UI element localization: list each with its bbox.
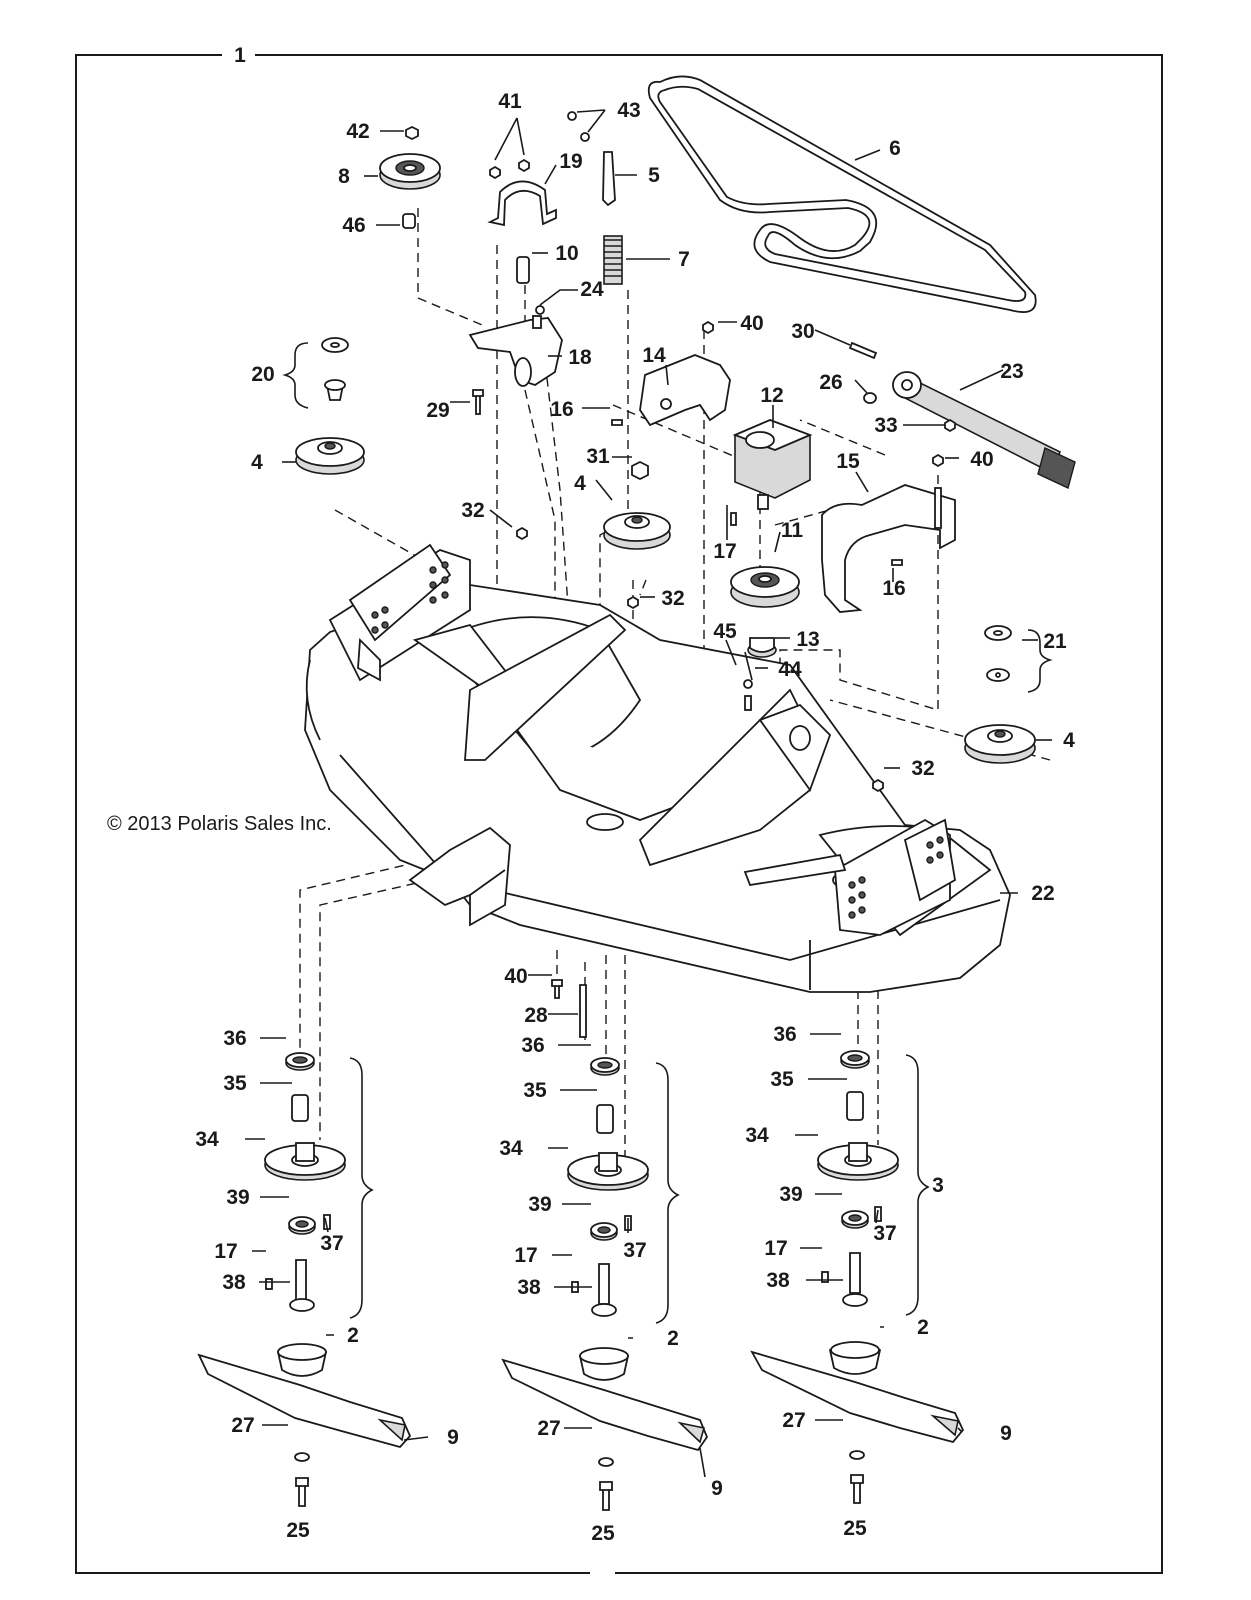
middle-callout-27: 27 (537, 1417, 560, 1440)
left-callout-17: 17 (214, 1240, 237, 1263)
idler-pulley-assembly (379, 111, 623, 415)
callout-10: 10 (555, 242, 578, 265)
callout-30: 30 (791, 320, 814, 343)
right-callout-27: 27 (782, 1409, 805, 1432)
callout-16-upper: 16 (550, 398, 573, 421)
left-callout-38: 38 (222, 1271, 246, 1294)
callout-23: 23 (1000, 360, 1023, 383)
right-callout-34: 34 (745, 1124, 769, 1147)
callout-40-bottom: 40 (504, 965, 527, 988)
assembly-number: 1 (234, 44, 246, 67)
left-callout-39: 39 (226, 1186, 249, 1209)
right-callout-25: 25 (843, 1517, 867, 1540)
middle-callout-25: 25 (591, 1522, 615, 1545)
middle-callout-2: 2 (667, 1327, 679, 1350)
callout-41: 41 (498, 90, 522, 113)
middle-callout-35: 35 (523, 1079, 547, 1102)
callout-43: 43 (617, 99, 640, 122)
right-callout-2: 2 (917, 1316, 929, 1339)
diagram-frame (75, 54, 1163, 1574)
right-callout-39: 39 (779, 1183, 802, 1206)
copyright-notice: © 2013 Polaris Sales Inc. (107, 813, 332, 835)
callout-32-left: 32 (461, 499, 484, 522)
callout-7: 7 (678, 248, 690, 271)
callout-40-right: 40 (970, 448, 993, 471)
spring (603, 235, 623, 285)
left-callout-27: 27 (231, 1414, 254, 1437)
callout-24: 24 (580, 278, 604, 301)
callout-4-right: 4 (1063, 729, 1075, 752)
callout-42: 42 (346, 120, 369, 143)
callout-8: 8 (338, 165, 350, 188)
right-bracket-holes (848, 836, 944, 919)
right-callout-9: 9 (1000, 1422, 1012, 1445)
callout-46: 46 (342, 214, 365, 237)
callout-32-right: 32 (911, 757, 934, 780)
callout-4-left: 4 (251, 451, 263, 474)
drive-belt (647, 75, 1037, 313)
left-callout-35: 35 (223, 1072, 247, 1095)
callout-5: 5 (648, 164, 660, 187)
left-callout-9: 9 (447, 1426, 459, 1449)
callout-28: 28 (524, 1004, 548, 1027)
callout-33: 33 (874, 414, 897, 437)
middle-callout-17: 17 (514, 1244, 537, 1267)
left-pulley-group (295, 337, 365, 475)
callout-29: 29 (426, 399, 449, 422)
left-callout-36: 36 (223, 1027, 246, 1050)
middle-callout-38: 38 (517, 1276, 541, 1299)
callout-13: 13 (796, 628, 819, 651)
middle-callout-34: 34 (499, 1137, 523, 1160)
spindle-right (750, 1050, 965, 1504)
right-callout-17: 17 (764, 1237, 787, 1260)
middle-callout-9: 9 (711, 1477, 723, 1500)
callout-12: 12 (760, 384, 783, 407)
center-pulley-group (603, 460, 671, 550)
left-bracket-holes (371, 561, 449, 634)
left-callout-25: 25 (286, 1519, 310, 1542)
deck-fasteners (516, 320, 944, 1038)
callout-15: 15 (836, 450, 860, 473)
callout-leaders (245, 109, 1052, 1478)
callout-19: 19 (559, 150, 582, 173)
callout-45: 45 (713, 620, 737, 643)
spindle-left (197, 1052, 412, 1507)
callout-16-lower: 16 (882, 577, 905, 600)
callout-labels: 1 42 8 46 41 19 43 5 7 10 24 6 40 30 23 … (195, 44, 1075, 1545)
right-callout-37: 37 (873, 1222, 896, 1245)
callout-32-center: 32 (661, 587, 684, 610)
gearbox-and-driveshaft (611, 341, 1076, 711)
right-callout-35: 35 (770, 1068, 794, 1091)
right-pulley-group (964, 625, 1036, 764)
middle-callout-36: 36 (521, 1034, 544, 1057)
middle-callout-39: 39 (528, 1193, 551, 1216)
callout-4-center: 4 (574, 472, 586, 495)
spindle-middle (501, 1057, 709, 1511)
callout-31: 31 (586, 445, 610, 468)
callout-17-top: 17 (713, 540, 736, 563)
right-callout-38: 38 (766, 1269, 790, 1292)
callout-26: 26 (819, 371, 842, 394)
right-callout-36: 36 (773, 1023, 796, 1046)
left-callout-34: 34 (195, 1128, 219, 1151)
callout-21: 21 (1043, 630, 1067, 653)
callout-6: 6 (889, 137, 901, 160)
mower-deck-shell (304, 543, 1011, 993)
callout-40-top: 40 (740, 312, 763, 335)
left-callout-37: 37 (320, 1232, 343, 1255)
middle-callout-37: 37 (623, 1239, 646, 1262)
callout-44: 44 (778, 658, 802, 681)
callout-20: 20 (251, 363, 274, 386)
left-callout-2: 2 (347, 1324, 359, 1347)
callout-18: 18 (568, 346, 592, 369)
right-callout-3: 3 (932, 1174, 944, 1197)
callout-14: 14 (642, 344, 666, 367)
group-braces (282, 342, 1053, 1324)
callout-22: 22 (1031, 882, 1054, 905)
callout-11: 11 (781, 519, 804, 542)
